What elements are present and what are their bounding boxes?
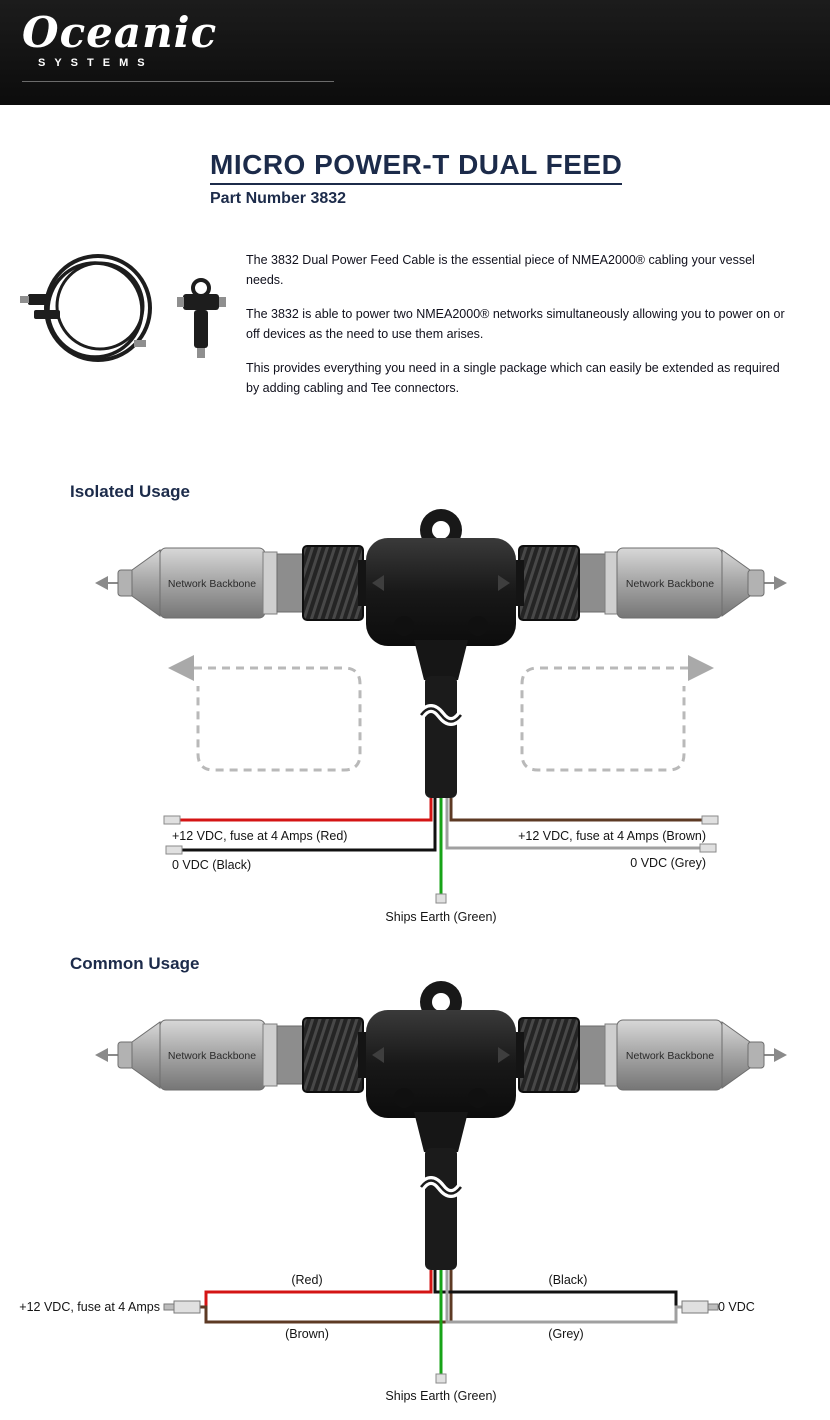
logo-divider (22, 81, 334, 82)
intro-text: The 3832 Dual Power Feed Cable is the es… (238, 242, 810, 412)
isolation-loop-left (168, 655, 362, 772)
grey-wire-label: (Grey) (548, 1327, 583, 1341)
green-wire-label: Ships Earth (Green) (385, 910, 496, 924)
red-wire-terminal (163, 815, 181, 825)
green-wire-terminal (435, 1373, 447, 1384)
coiled-cable-image (20, 254, 152, 362)
red-wire-label: +12 VDC, fuse at 4 Amps (Red) (172, 829, 347, 843)
positive-terminal-pin (163, 1303, 175, 1311)
part-number: Part Number 3832 (210, 190, 347, 207)
green-wire-terminal (435, 893, 447, 904)
black-wire-terminal (165, 845, 183, 855)
brown-wire-label: +12 VDC, fuse at 4 Amps (Brown) (518, 829, 706, 843)
isolated-usage-diagram: Network Backbone Network Backbone +12 VD… (0, 508, 830, 924)
grey-wire-terminal (699, 843, 717, 853)
black-wire (182, 798, 437, 852)
backbone-label-left: Network Backbone (168, 578, 256, 590)
intro-paragraph-3: This provides everything you need in a s… (246, 361, 780, 395)
red-wire-label: (Red) (291, 1273, 322, 1287)
negative-terminal-pin (707, 1303, 719, 1311)
logo-subtitle: SYSTEMS (38, 57, 154, 69)
tee-connector-image (177, 278, 226, 358)
brown-wire (449, 798, 702, 822)
grey-wire (445, 798, 700, 850)
isolated-usage-heading: Isolated Usage (70, 482, 190, 501)
oceanic-logo: Oceanic SYSTEMS (0, 0, 830, 82)
logo-wordmark: Oceanic (22, 8, 218, 57)
positive-terminal (173, 1300, 201, 1314)
title-block: MICRO POWER-T DUAL FEED Part Number 3832 (0, 105, 830, 208)
red-wire (180, 798, 433, 822)
brown-wire (200, 1270, 453, 1324)
intro-paragraph-1: The 3832 Dual Power Feed Cable is the es… (246, 253, 755, 287)
page-header: Oceanic SYSTEMS (0, 0, 830, 105)
backbone-label-right: Network Backbone (626, 1050, 714, 1062)
black-wire-label: (Black) (549, 1273, 588, 1287)
negative-terminal-label: 0 VDC (718, 1300, 755, 1314)
intro-section: The 3832 Dual Power Feed Cable is the es… (0, 208, 830, 412)
negative-terminal (681, 1300, 709, 1314)
black-wire-label: 0 VDC (Black) (172, 858, 251, 872)
backbone-label-left: Network Backbone (168, 1050, 256, 1062)
brown-wire-terminal (701, 815, 719, 825)
product-illustration (20, 254, 226, 362)
product-images (16, 242, 238, 412)
t-connector (95, 981, 787, 1270)
isolation-loop-right (520, 655, 714, 772)
intro-paragraph-2: The 3832 is able to power two NMEA2000® … (246, 307, 785, 341)
grey-wire-label: 0 VDC (Grey) (630, 856, 706, 870)
page-title: MICRO POWER-T DUAL FEED (210, 149, 623, 185)
common-usage-diagram: Network Backbone Network Backbone (Red) … (19, 980, 830, 1403)
brown-wire-label: (Brown) (285, 1327, 329, 1341)
positive-terminal-label: +12 VDC, fuse at 4 Amps (19, 1300, 160, 1314)
grey-wire (445, 1270, 682, 1324)
backbone-label-right: Network Backbone (626, 578, 714, 590)
common-usage-heading: Common Usage (70, 954, 200, 973)
green-wire-label: Ships Earth (Green) (385, 1389, 496, 1403)
